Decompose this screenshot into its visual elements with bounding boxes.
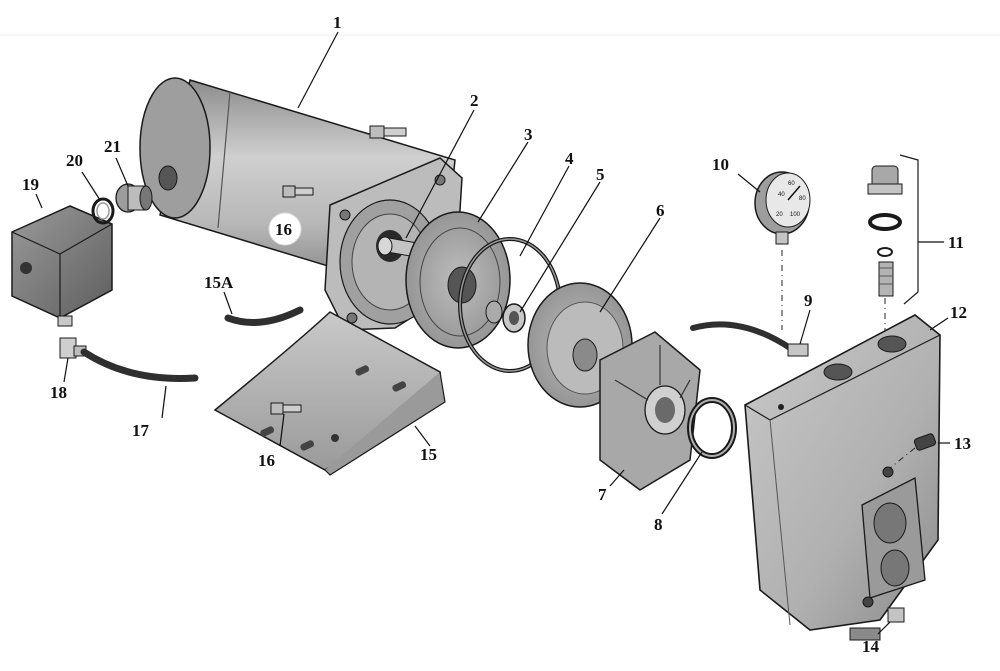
callout-19: 19 xyxy=(22,175,39,194)
base-bracket xyxy=(213,311,446,476)
lock-ring xyxy=(91,197,115,225)
callout-9: 9 xyxy=(804,291,813,310)
gauge-tick: 80 xyxy=(799,196,806,202)
callout-15a: 15A xyxy=(204,273,234,292)
wear-ring xyxy=(687,397,737,459)
diffuser xyxy=(599,331,701,491)
hose-15a xyxy=(224,306,304,326)
drain-plug xyxy=(887,607,905,623)
callout-13: 13 xyxy=(954,434,971,453)
bolt-16-bracket xyxy=(270,402,302,415)
seal-plate xyxy=(405,211,511,349)
leader-lines xyxy=(35,31,950,635)
callout-10: 10 xyxy=(712,155,729,174)
shaft-seal xyxy=(376,230,420,262)
pump-casing xyxy=(744,314,941,641)
gauge-hose xyxy=(690,321,793,351)
shaft-seal-5 xyxy=(485,300,526,333)
callout-21: 21 xyxy=(104,137,121,156)
callout-labels: 1 2 3 4 5 6 7 8 9 10 11 12 13 14 15 15A … xyxy=(22,13,971,656)
bolt-16-motor xyxy=(282,185,314,198)
elbow-fitting xyxy=(59,337,87,359)
callout-12: 12 xyxy=(950,303,967,322)
callout-2: 2 xyxy=(470,91,479,110)
callout-15: 15 xyxy=(420,445,437,464)
callout-4: 4 xyxy=(565,149,574,168)
bolt-top xyxy=(369,125,407,139)
side-plug xyxy=(913,433,937,451)
callout-16-bracket: 16 xyxy=(258,451,275,470)
priming-plug xyxy=(867,165,903,297)
callout-5: 5 xyxy=(596,165,605,184)
callout-7: 7 xyxy=(598,485,607,504)
callout-20: 20 xyxy=(66,151,83,170)
gauge-tick: 60 xyxy=(788,181,795,187)
tubing-17 xyxy=(80,348,199,382)
assembly-brace xyxy=(899,154,919,305)
callout-14: 14 xyxy=(862,637,880,656)
hose-fitting xyxy=(787,343,809,357)
callout-16-motor: 16 xyxy=(275,220,292,239)
pressure-switch xyxy=(11,205,113,327)
gauge-tick: 100 xyxy=(790,212,801,218)
callout-18: 18 xyxy=(50,383,67,402)
pressure-gauge: 20 40 60 80 100 xyxy=(754,171,811,245)
impeller xyxy=(527,282,633,408)
callout-8: 8 xyxy=(654,515,663,534)
callout-11: 11 xyxy=(948,233,964,252)
callout-6: 6 xyxy=(656,201,665,220)
cord-connector xyxy=(115,183,153,213)
side-plug-axis-line xyxy=(889,447,916,469)
gauge-tick: 20 xyxy=(776,212,783,218)
callout-17: 17 xyxy=(132,421,150,440)
callout-3: 3 xyxy=(524,125,533,144)
callout-16-backdrop xyxy=(268,212,302,246)
gauge-tick: 40 xyxy=(778,192,785,198)
callout-1: 1 xyxy=(333,13,342,32)
